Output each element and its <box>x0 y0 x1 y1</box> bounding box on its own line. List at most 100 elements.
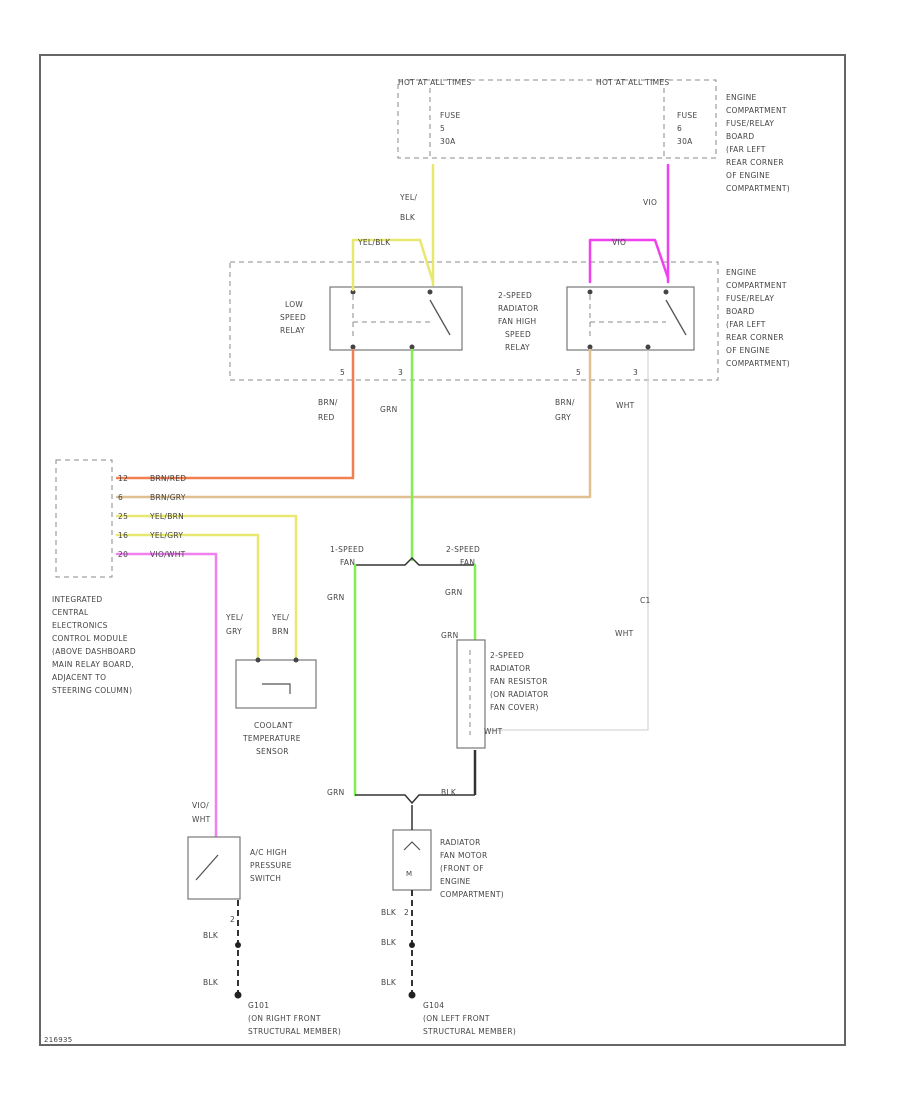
svg-text:6: 6 <box>677 124 682 133</box>
blk-label-3: BLK <box>381 908 397 917</box>
svg-text:ELECTRONICS: ELECTRONICS <box>52 621 108 630</box>
pin-2-left: 2 <box>230 915 235 924</box>
svg-text:(FRONT OF: (FRONT OF <box>440 864 484 873</box>
svg-text:MAIN RELAY BOARD,: MAIN RELAY BOARD, <box>52 660 134 669</box>
svg-text:COMPARTMENT: COMPARTMENT <box>726 106 787 115</box>
fan-motor-label: RADIATOR FAN MOTOR (FRONT OF ENGINE COMP… <box>440 838 504 899</box>
svg-text:SENSOR: SENSOR <box>256 747 289 756</box>
svg-text:COMPARTMENT): COMPARTMENT) <box>726 184 790 193</box>
wire-yel-brn <box>115 514 298 662</box>
svg-text:RADIATOR: RADIATOR <box>440 838 481 847</box>
g101-ground <box>234 991 242 999</box>
svg-text:FAN: FAN <box>340 558 355 567</box>
svg-text:12: 12 <box>118 474 128 483</box>
svg-text:ADJACENT TO: ADJACENT TO <box>52 673 106 682</box>
wire-label-wht-right: WHT <box>615 629 634 638</box>
pin-label-2: 3 <box>398 368 403 377</box>
fuse-right-text: FUSE 6 30A <box>677 111 698 146</box>
wire-wht <box>478 350 649 731</box>
ac-switch-label: A/C HIGH PRESSURE SWITCH <box>250 848 292 883</box>
svg-text:STRUCTURAL MEMBER): STRUCTURAL MEMBER) <box>248 1027 341 1036</box>
wire-label-vio-wht: VIO/ WHT <box>192 801 210 824</box>
svg-text:TEMPERATURE: TEMPERATURE <box>242 734 301 743</box>
pin-label-3: 5 <box>576 368 581 377</box>
svg-text:BOARD: BOARD <box>726 307 754 316</box>
wire-label-grn-right-2: GRN <box>441 631 459 640</box>
svg-text:STRUCTURAL MEMBER): STRUCTURAL MEMBER) <box>423 1027 516 1036</box>
mid-box-description: ENGINE COMPARTMENT FUSE/RELAY BOARD (FAR… <box>726 268 790 368</box>
wire-label-yel-blk-h: YEL/BLK <box>357 238 391 247</box>
svg-text:RELAY: RELAY <box>280 326 305 335</box>
svg-text:FUSE/RELAY: FUSE/RELAY <box>726 119 774 128</box>
svg-text:FUSE: FUSE <box>677 111 698 120</box>
wire-label-wht-top: WHT <box>616 401 635 410</box>
high-speed-relay-box <box>566 286 695 351</box>
svg-text:OF ENGINE: OF ENGINE <box>726 171 770 180</box>
svg-text:REAR CORNER: REAR CORNER <box>726 333 784 342</box>
svg-text:25: 25 <box>118 512 128 521</box>
g104-ground <box>408 991 416 999</box>
svg-text:GRY: GRY <box>555 413 571 422</box>
wire-label-grn-bottom: GRN <box>327 788 345 797</box>
wire-label-brn-red: BRN/ RED <box>318 398 338 422</box>
diagram-frame <box>39 54 846 1046</box>
svg-text:2-SPEED: 2-SPEED <box>446 545 480 554</box>
svg-text:LOW: LOW <box>285 300 303 309</box>
svg-text:ENGINE: ENGINE <box>726 268 757 277</box>
connector-c1: C1 <box>640 596 651 605</box>
low-speed-relay-label: LOW SPEED RELAY <box>280 300 306 335</box>
svg-text:16: 16 <box>118 531 128 540</box>
svg-text:1-SPEED: 1-SPEED <box>330 545 364 554</box>
svg-text:REAR CORNER: REAR CORNER <box>726 158 784 167</box>
low-speed-relay-box <box>329 286 463 351</box>
fan-connector-bottom <box>355 794 475 805</box>
svg-text:FAN MOTOR: FAN MOTOR <box>440 851 488 860</box>
svg-text:GRY: GRY <box>226 627 242 636</box>
blk-label-4: BLK <box>381 938 397 947</box>
svg-text:SPEED: SPEED <box>505 330 531 339</box>
coolant-sensor-label: COOLANT TEMPERATURE SENSOR <box>242 721 301 756</box>
svg-text:VIO/WHT: VIO/WHT <box>150 550 186 559</box>
fan-motor-symbol: M <box>406 870 412 878</box>
iecm-description: INTEGRATED CENTRAL ELECTRONICS CONTROL M… <box>52 595 136 695</box>
svg-text:G104: G104 <box>423 1001 444 1010</box>
svg-text:FAN RESISTOR: FAN RESISTOR <box>490 677 548 686</box>
wire-brn-gry <box>115 348 592 499</box>
wire-brn-red <box>115 348 355 480</box>
svg-text:YEL/GRY: YEL/GRY <box>149 531 183 540</box>
wire-label-brn-gry: BRN/ GRY <box>555 398 575 422</box>
wire-label-yel-blk: YEL/ BLK <box>399 193 417 222</box>
svg-text:CONTROL MODULE: CONTROL MODULE <box>52 634 128 643</box>
pin-label-1: 5 <box>340 368 345 377</box>
svg-text:BRN: BRN <box>272 627 289 636</box>
svg-text:BRN/GRY: BRN/GRY <box>150 493 186 502</box>
relay-box <box>229 261 719 381</box>
svg-text:(ABOVE DASHBOARD: (ABOVE DASHBOARD <box>52 647 136 656</box>
svg-text:RED: RED <box>318 413 335 422</box>
wire-label-grn-right-1: GRN <box>445 588 463 597</box>
speed1-label: 1-SPEED FAN <box>330 545 364 567</box>
speed2-label: 2-SPEED FAN <box>446 545 480 567</box>
svg-text:ENGINE: ENGINE <box>726 93 757 102</box>
fan-motor-box <box>392 829 432 891</box>
resistor-description: 2-SPEED RADIATOR FAN RESISTOR (ON RADIAT… <box>490 651 548 712</box>
wire-label-yel-gry: YEL/ GRY <box>225 613 243 636</box>
svg-text:COMPARTMENT): COMPARTMENT) <box>440 890 504 899</box>
hot-label-left: HOT AT ALL TIMES <box>398 78 471 87</box>
fuse-left-text: FUSE 5 30A <box>440 111 460 146</box>
wire-yel-gry <box>115 533 260 662</box>
ac-switch-box <box>187 836 241 900</box>
svg-text:RADIATOR: RADIATOR <box>490 664 531 673</box>
high-speed-relay-label: 2-SPEED RADIATOR FAN HIGH SPEED RELAY <box>498 291 539 352</box>
wire-label-grn-top: GRN <box>380 405 398 414</box>
wire-vio-jumper <box>588 238 670 284</box>
svg-text:(FAR LEFT: (FAR LEFT <box>726 320 766 329</box>
svg-text:BOARD: BOARD <box>726 132 754 141</box>
svg-text:RADIATOR: RADIATOR <box>498 304 539 313</box>
svg-text:2-SPEED: 2-SPEED <box>498 291 532 300</box>
svg-text:30A: 30A <box>677 137 693 146</box>
g101-label: G101 (ON RIGHT FRONT STRUCTURAL MEMBER) <box>248 1001 341 1036</box>
svg-text:YEL/: YEL/ <box>271 613 289 622</box>
svg-text:(ON LEFT FRONT: (ON LEFT FRONT <box>423 1014 490 1023</box>
iecm-box <box>55 459 113 578</box>
